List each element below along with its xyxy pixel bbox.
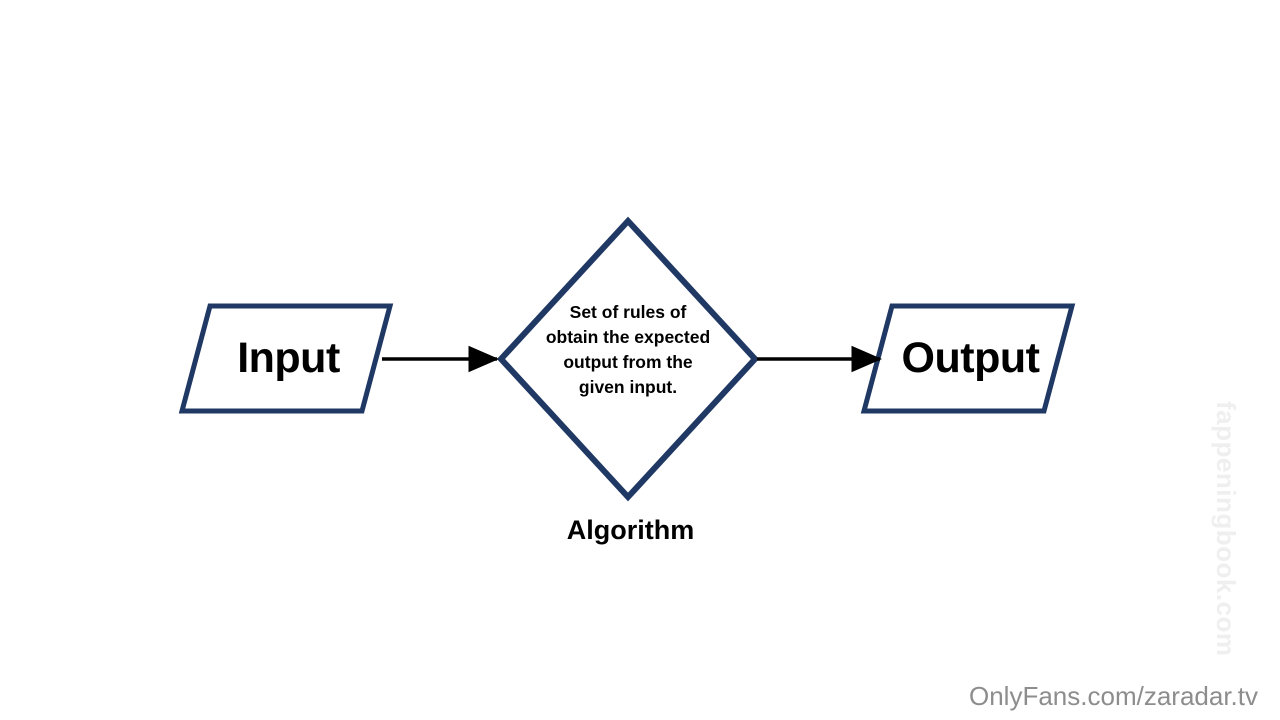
algorithm-body-line-2: obtain the expected [545,327,711,347]
node-algorithm-caption: Algorithm [566,515,695,545]
node-output-shape[interactable] [860,303,1076,414]
bottom-watermark: OnlyFans.com/zaradar.tv [969,681,1258,711]
node-algorithm-shape[interactable] [496,216,760,502]
algorithm-body-line-4: given input. [578,377,678,397]
node-algorithm-body-text: Set of rules of obtain the expected outp… [516,300,740,400]
algorithm-body-line-1: Set of rules of [569,302,687,322]
node-output-label: Output [901,334,1040,382]
node-input-shape[interactable] [178,303,394,414]
algorithm-body-line-3: output from the [563,352,693,372]
side-watermark: fappeningbook.com [1211,401,1241,657]
node-input-label: Input [237,334,340,382]
